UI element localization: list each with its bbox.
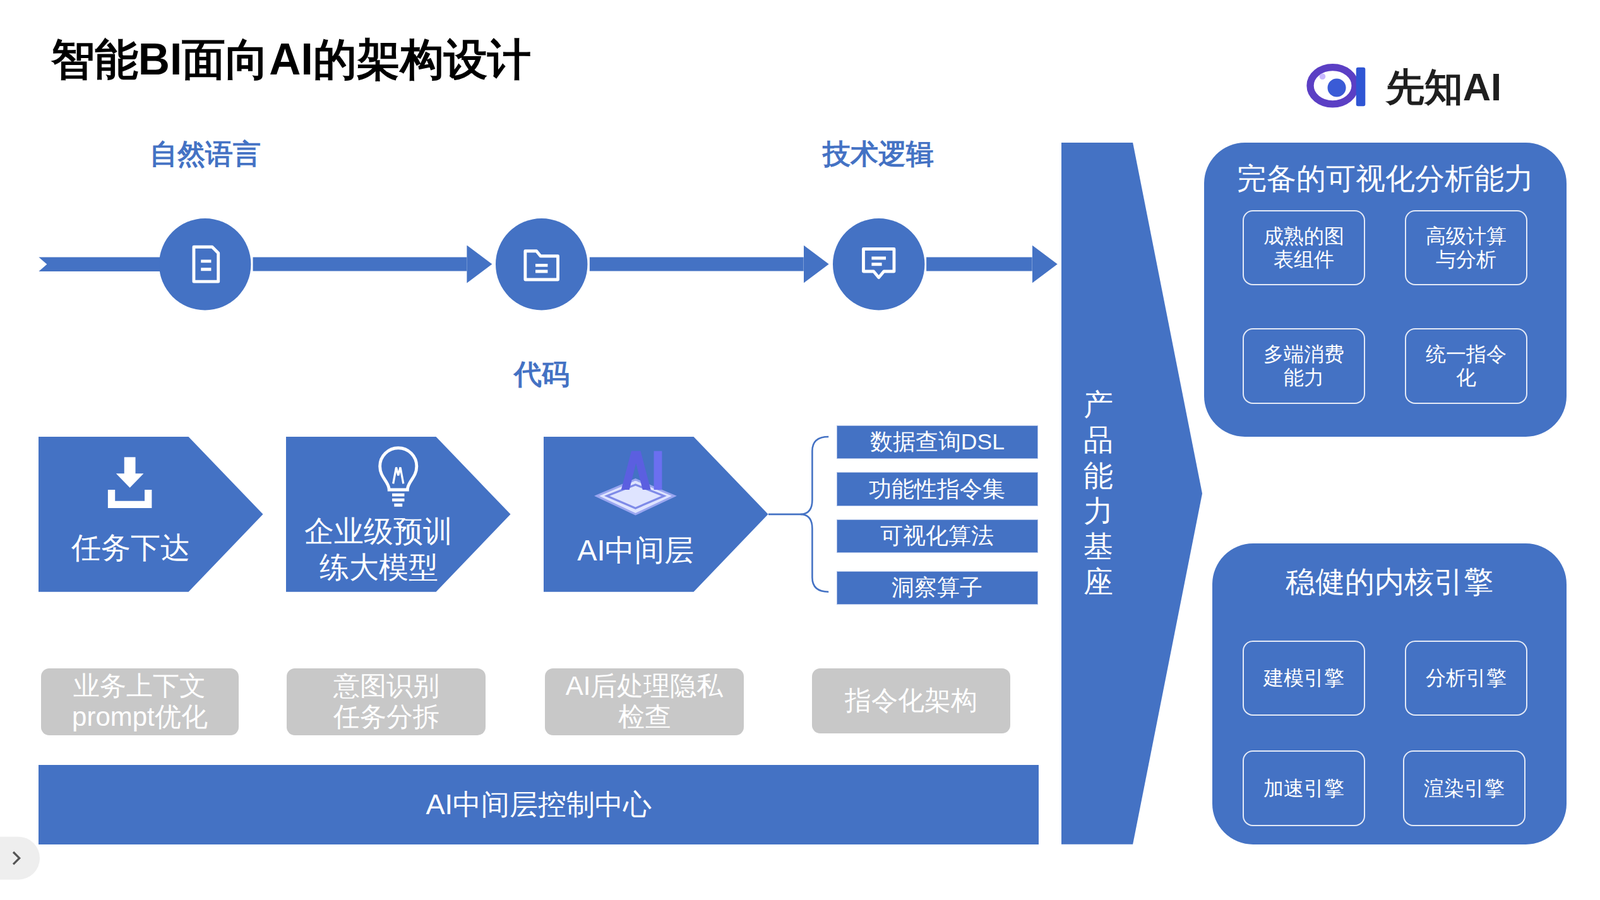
box-text: 多端消费能力	[1258, 342, 1350, 390]
stage-label: 技术逻辑	[822, 137, 934, 171]
box-text: 加速引擎	[1263, 777, 1345, 801]
capability-box: 高级计算与分析	[1404, 210, 1528, 287]
panel-heading: 完备的可视化分析能力	[1204, 161, 1567, 197]
feature-tag: 业务上下文 prompt优化	[41, 668, 240, 736]
logo-icon	[1310, 67, 1366, 107]
capability-box: 加速引擎	[1242, 750, 1366, 827]
download-icon	[107, 457, 152, 509]
bulb-icon	[379, 447, 417, 505]
box-text: 指令化架构	[844, 685, 978, 717]
arrow-tail	[38, 256, 162, 272]
box-text: 企业级预训练大模型	[296, 513, 461, 585]
scroll-button	[0, 837, 40, 881]
output-box: 功能性指令集	[836, 472, 1038, 506]
capability-box: 多端消费能力	[1242, 328, 1366, 405]
output-box: 数据查询DSL	[836, 425, 1038, 460]
box-text: 统一指令化	[1420, 342, 1513, 390]
box-text: 数据查询DSL	[870, 428, 1005, 456]
control-bar: AI中间层控制中心	[38, 765, 1039, 845]
chip-icon	[596, 450, 675, 514]
logo-text: 先知AI	[1385, 61, 1502, 114]
box-text: AI中间层	[543, 532, 728, 569]
box-text: 洞察算子	[891, 574, 983, 602]
pent-outline	[543, 436, 769, 593]
box-text: 意图识别 任务分拆	[294, 671, 478, 733]
foundation-band: 产品能力基座	[1061, 142, 1203, 845]
feature-tag: 指令化架构	[811, 668, 1011, 734]
stage-label: 自然语言	[149, 137, 261, 171]
capability-panel: 稳健的内核引擎建模引擎 分析引擎加速引擎 渲染引擎	[1212, 543, 1567, 845]
capability-box: 建模引擎	[1242, 640, 1366, 717]
output-box: 洞察算子	[836, 571, 1038, 605]
box-text: 产品能力基座	[1083, 387, 1143, 601]
capability-box: 渲染引擎	[1402, 750, 1526, 827]
capability-box: 成熟的图表组件	[1242, 210, 1366, 287]
circle-outline	[495, 218, 588, 311]
circle-outline	[832, 218, 925, 311]
box-text: 建模引擎	[1263, 666, 1345, 691]
flow-arrow	[589, 257, 804, 272]
flow-arrow	[926, 257, 1033, 272]
feature-tag: 意图识别 任务分拆	[286, 668, 486, 736]
flow-circle: 自然语言	[159, 218, 251, 311]
stage-label: 代码	[513, 358, 570, 391]
process-chevron: 任务下达	[38, 436, 264, 593]
box-text: 分析引擎	[1425, 666, 1507, 691]
box-text: 功能性指令集	[868, 476, 1006, 504]
capability-box: 统一指令化	[1404, 328, 1528, 405]
folder-icon	[525, 251, 559, 280]
flow-arrow	[253, 257, 468, 272]
capability-box: 分析引擎	[1404, 640, 1528, 717]
flow-circle: 技术逻辑	[832, 218, 925, 311]
capability-panel: 完备的可视化分析能力成熟的图表组件 高级计算与分析多端消费能力 统一指令化	[1204, 142, 1567, 437]
process-chevron: 企业级预训练大模型	[286, 436, 511, 593]
box-text: 渲染引擎	[1423, 777, 1505, 801]
panel-heading: 稳健的内核引擎	[1212, 564, 1567, 600]
box-text: AI中间层控制中心	[425, 788, 652, 823]
bracket	[800, 436, 829, 593]
pent-outline	[38, 436, 264, 593]
box-text: 可视化算法	[880, 522, 994, 550]
box-text: AI后处理隐私 检查	[553, 671, 736, 733]
diagram-title: 智能BI面向AI的架构设计	[51, 30, 532, 90]
box-text: 业务上下文 prompt优化	[49, 671, 232, 733]
box-text: 高级计算与分析	[1420, 224, 1513, 272]
feature-tag: AI后处理隐私 检查	[544, 668, 744, 736]
output-box: 可视化算法	[836, 519, 1038, 554]
circle-outline	[159, 218, 251, 311]
band-outline	[1061, 142, 1203, 845]
process-chevron: AI中间层	[543, 436, 769, 593]
msg-icon	[863, 248, 894, 278]
box-text: 成熟的图表组件	[1258, 224, 1350, 272]
doc-icon	[193, 246, 219, 282]
flow-circle: 代码	[495, 218, 588, 311]
leader-line	[768, 513, 800, 516]
box-text: 任务下达	[38, 530, 223, 566]
